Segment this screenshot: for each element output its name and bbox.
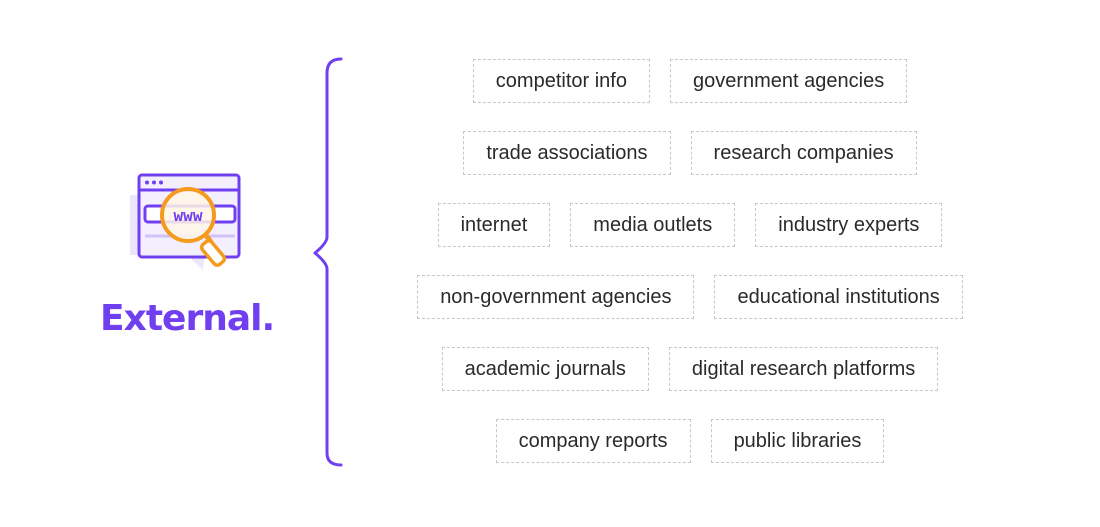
- source-chip: public libraries: [710, 419, 885, 463]
- source-row: internet media outlets industry experts: [360, 203, 1020, 247]
- source-chip: educational institutions: [714, 275, 963, 319]
- source-chip: company reports: [495, 419, 691, 463]
- source-chip: media outlets: [570, 203, 736, 247]
- source-row: academic journals digital research platfo…: [360, 347, 1020, 391]
- www-label: www: [174, 206, 203, 225]
- source-chip: non-government agencies: [417, 275, 695, 319]
- source-chip: competitor info: [472, 59, 650, 103]
- source-row: competitor info government agencies: [360, 59, 1020, 103]
- page-title: External.: [100, 298, 275, 339]
- source-list: competitor info government agencies trade …: [360, 59, 1020, 491]
- source-row: company reports public libraries: [360, 419, 1020, 463]
- curly-brace: [313, 57, 343, 467]
- web-search-icon: www: [125, 170, 245, 280]
- source-chip: trade associations: [463, 131, 671, 175]
- source-chip: research companies: [690, 131, 917, 175]
- source-chip: digital research platforms: [668, 347, 939, 391]
- source-row: non-government agencies educational insti…: [360, 275, 1020, 319]
- source-chip: academic journals: [441, 347, 649, 391]
- source-row: trade associations research companies: [360, 131, 1020, 175]
- source-chip: industry experts: [755, 203, 943, 247]
- source-chip: internet: [437, 203, 551, 247]
- external-group: www External.: [100, 170, 275, 345]
- source-chip: government agencies: [669, 59, 908, 103]
